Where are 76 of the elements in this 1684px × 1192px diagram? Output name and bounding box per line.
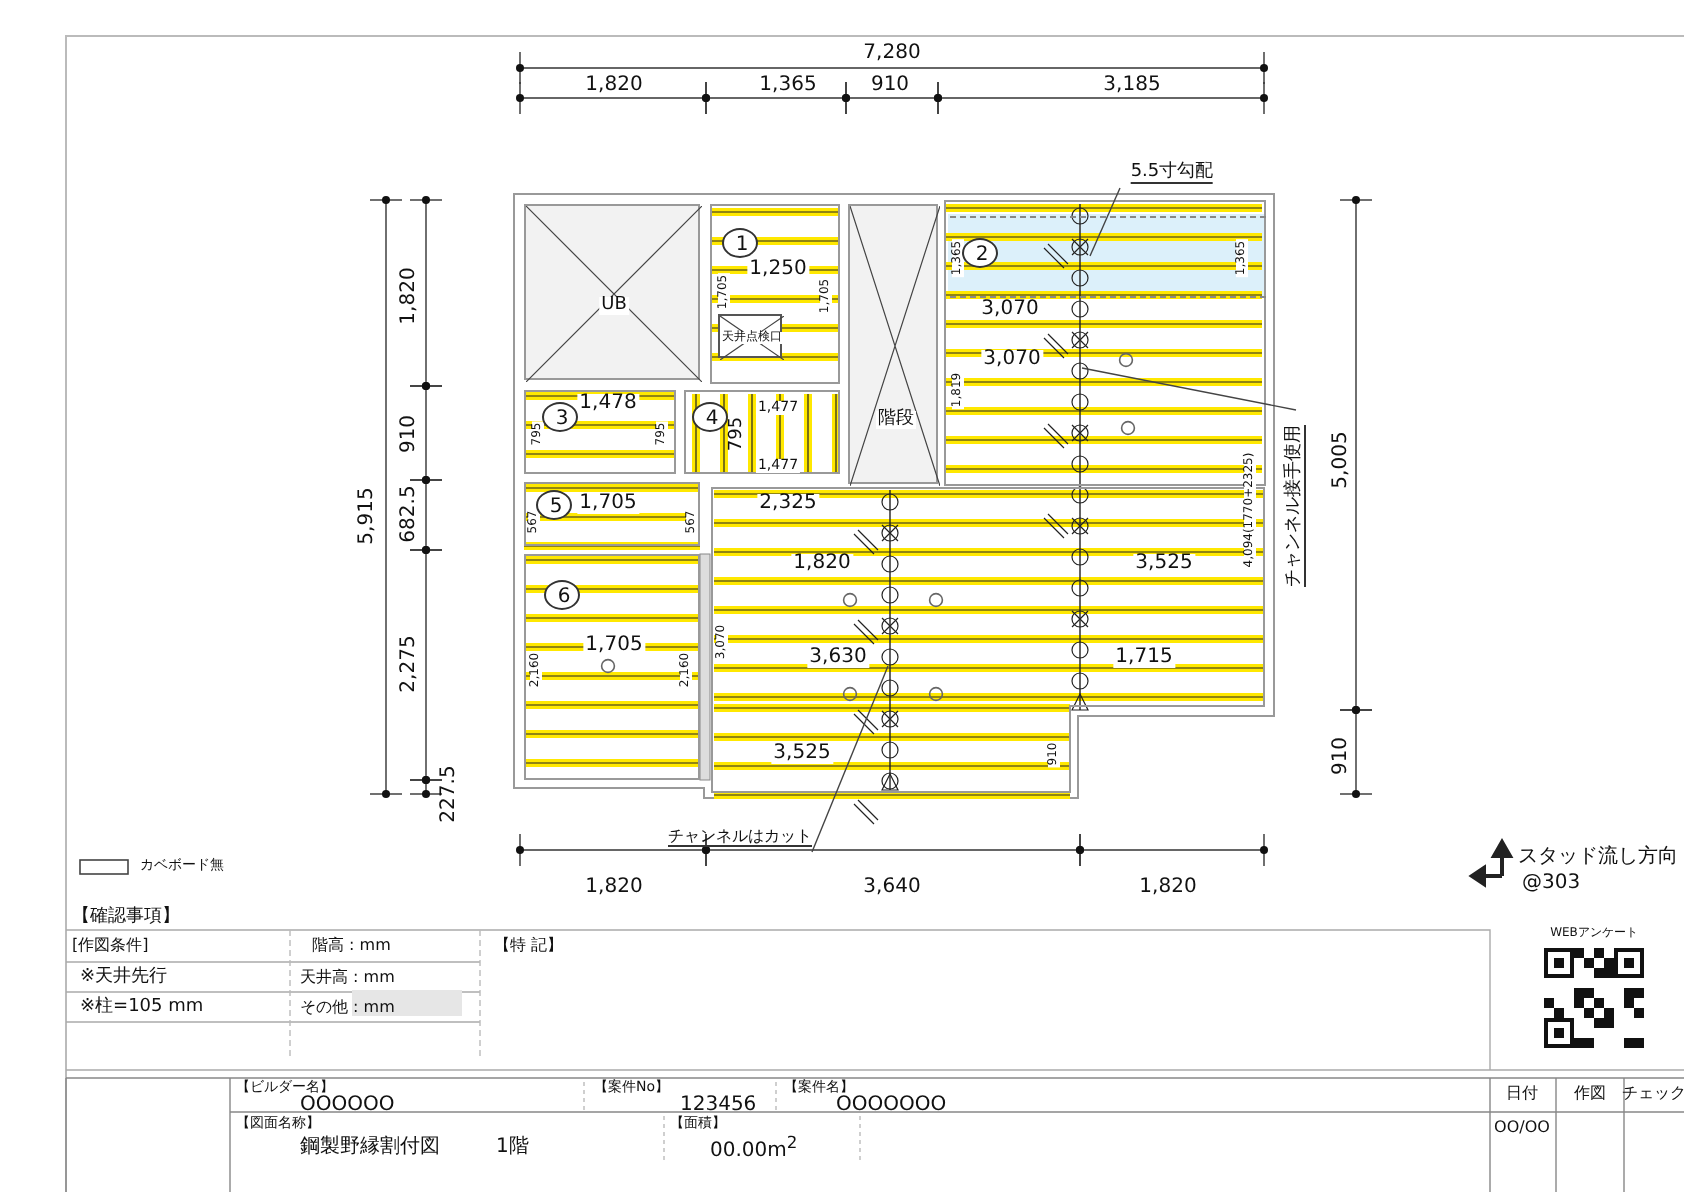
form-label: [作図条件] [72,938,149,954]
note-text: 5.5寸勾配 [1130,164,1214,184]
dimension-text: 3,630 [807,648,869,668]
note-text: チャンネル接手使用 [1286,425,1306,587]
room-area [684,390,840,474]
field-value: 123456 [680,1096,757,1116]
field-value: 00.00m$^{2}$ [710,1133,798,1163]
dimension-text: 3,525 [1133,554,1195,574]
room-area [524,482,700,546]
dimension-text: 1,820 [585,878,643,898]
dimension-text: 1,705 [577,494,639,514]
room-label: 階段 [876,411,916,429]
dimension-text: 1,250 [747,260,809,280]
drawing-title: 鋼製野縁割付図 [300,1138,440,1158]
form-label: 天井高 : mm [300,970,395,986]
leader-line [1081,367,1297,411]
dimension-text: 227.5 [440,765,460,823]
leader-note [668,824,812,852]
form-label: 階高 : mm [312,938,391,954]
staircase-box [848,204,938,484]
dimension-text: 5,005 [1332,431,1352,489]
leader-line [1089,187,1121,257]
dimension-text: 1,715 [1113,648,1175,668]
form-label: ※柱=105 mm [80,999,204,1017]
number-circle [542,402,578,432]
dimension-text: 910 [400,414,420,454]
dimension-text: 1,820 [1139,878,1197,898]
note-text: チャンネルはカット [668,829,812,847]
field-value: OO/OO [1494,1120,1550,1136]
room-number: 6 [557,587,571,607]
sloped-ceiling-band [950,216,1266,298]
room-label: UB [599,297,629,315]
number-circle [722,228,758,258]
inspection-hatch [718,314,782,358]
room-area [524,554,700,780]
dimension-text: 3,525 [771,744,833,764]
dimension-text: 2,325 [757,494,819,514]
dimension-text: 682.5 [400,485,420,543]
dimension-text: 2,275 [400,635,420,693]
dimension-text: 795 [729,414,747,454]
column-heading: 作図 [1574,1086,1606,1102]
room-number: 5 [549,497,563,517]
dimension-text: 1,820 [791,554,853,574]
room-area [524,390,676,474]
field-value: OOOOOOO [836,1096,947,1116]
dimension-text: 3,185 [1103,76,1161,96]
dimension-text: 3,070 [981,350,1043,370]
dimension-text: 910 [870,76,910,96]
room-number: 1 [735,235,749,255]
dimension-text: 7,280 [863,44,921,64]
room-number: 4 [705,409,719,429]
bathroom-box [524,204,700,380]
direction-note: スタッド流し方向 [1518,848,1678,868]
dimension-text: 3,070 [979,300,1041,320]
leader-line [811,665,889,853]
room-area [710,204,840,384]
direction-note: @303 [1522,874,1581,894]
room-number: 3 [555,409,569,429]
field-value: OOOOOO [300,1096,395,1116]
column-heading: 日付 [1506,1086,1538,1102]
dimension-text: 1,820 [400,267,420,325]
dimension-text: 1,365 [759,76,817,96]
column-heading: チェック [1622,1086,1684,1102]
form-label: その他 : mm [300,1000,395,1016]
room-number: 2 [975,245,989,265]
dimension-text: 1,820 [585,76,643,96]
dimension-text: 3,640 [863,878,921,898]
field-value: 1階 [496,1138,529,1158]
dimension-text: 1,478 [577,394,639,414]
section-heading: 【特 記】 [494,938,564,954]
dimension-text: 910 [1332,736,1352,776]
section-heading: 【確認事項】 [72,909,180,927]
dimension-text: 1,705 [583,636,645,656]
form-label: ※天井先行 [80,969,168,987]
number-circle [544,580,580,610]
dimension-text: 5,915 [358,487,378,545]
